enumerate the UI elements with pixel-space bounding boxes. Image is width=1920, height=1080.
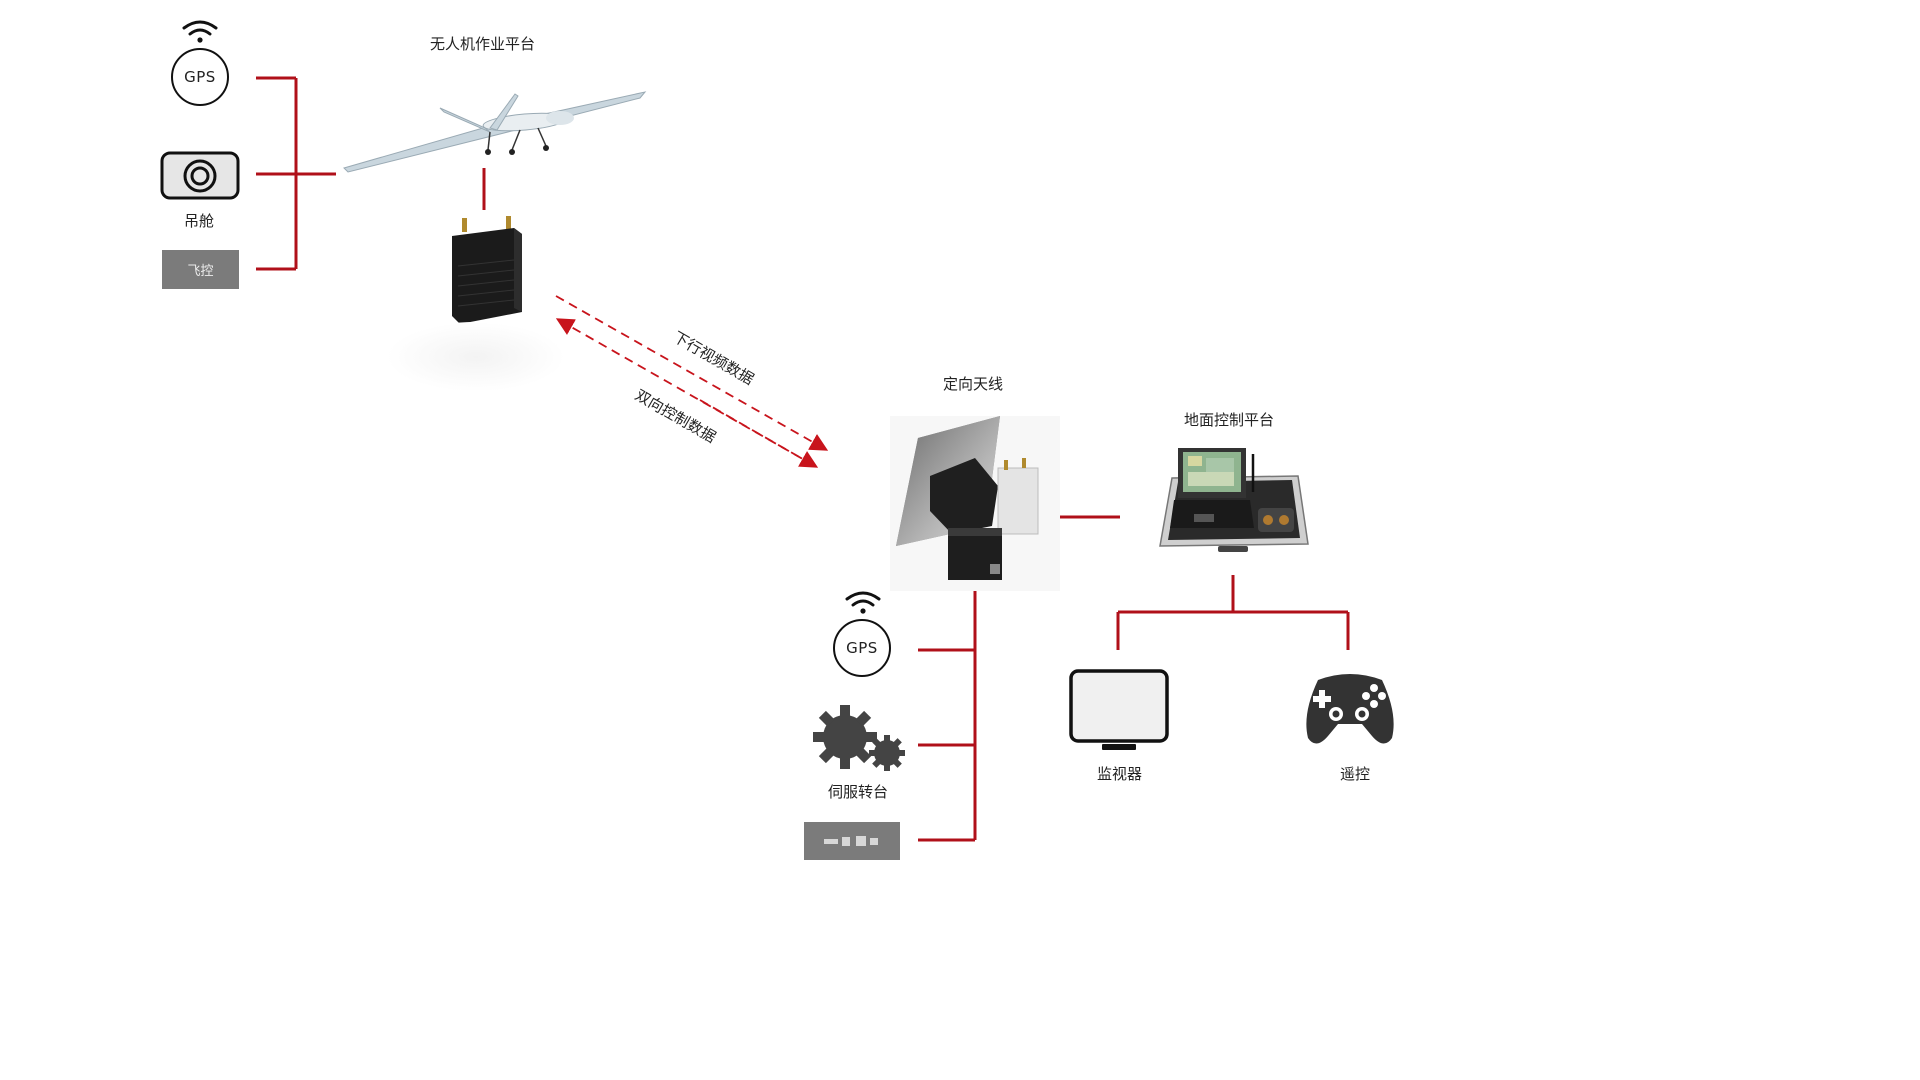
- ground-gps-label: GPS: [846, 639, 878, 657]
- wifi-icon: [845, 591, 881, 614]
- flight-control-label: 飞控: [187, 264, 214, 279]
- gears-icon: [813, 705, 905, 771]
- uplink-label: 双向控制数据: [632, 386, 719, 447]
- blurred-glyphs: [824, 836, 878, 846]
- gamepad-icon: [1306, 674, 1394, 744]
- uav-platform-title: 无人机作业平台: [430, 35, 536, 53]
- antenna-image: [890, 416, 1060, 591]
- ground-platform-label: 地面控制平台: [1184, 411, 1275, 429]
- ground-gps-circle: GPS: [833, 619, 891, 677]
- drone-image: [343, 91, 647, 173]
- uav-gps-label: GPS: [184, 68, 216, 86]
- servo-label: 伺服转台: [828, 783, 889, 801]
- remote-label: 遥控: [1340, 765, 1371, 783]
- radio-module-image: [452, 216, 522, 324]
- wifi-icon: [182, 20, 218, 43]
- antenna-label: 定向天线: [943, 375, 1004, 393]
- module-shadow: [386, 322, 566, 392]
- uav-gps-circle: GPS: [171, 48, 229, 106]
- camera-icon: [160, 151, 240, 200]
- ground-bracket: [918, 515, 1350, 842]
- monitor-icon: [1069, 669, 1169, 750]
- gimbal-label: 吊舱: [184, 212, 215, 230]
- monitor-label: 监视器: [1097, 765, 1143, 783]
- flight-control-box: 飞控: [162, 250, 239, 289]
- downlink-label: 下行视频数据: [670, 328, 757, 389]
- uplink-arrow-down: [699, 399, 819, 468]
- downlink-arrow: [555, 295, 829, 451]
- blurred-gray-box: [804, 822, 900, 860]
- uav-bracket: [256, 76, 486, 271]
- laptop-case-image: [1159, 448, 1309, 552]
- connector-layer: 下行视频数据 双向控制数据: [256, 76, 1350, 842]
